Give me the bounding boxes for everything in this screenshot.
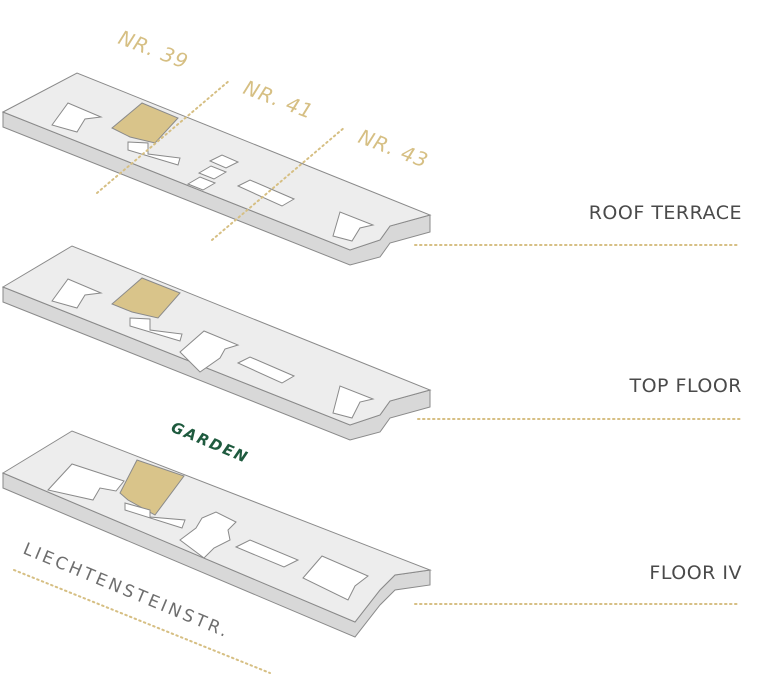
void	[208, 154, 240, 169]
void	[129, 317, 183, 342]
void	[186, 176, 217, 191]
void	[332, 211, 375, 242]
void	[47, 463, 125, 501]
slab-roof-terrace	[1, 72, 432, 266]
house-number-label-39: NR. 39	[115, 25, 192, 74]
floor-leader-lines	[13, 244, 741, 674]
garden-label: GARDEN	[168, 418, 251, 467]
slab-top	[1, 245, 432, 426]
void	[234, 539, 300, 568]
void	[51, 278, 103, 309]
void	[197, 165, 228, 180]
slab-top-floor	[1, 245, 432, 441]
void	[302, 555, 369, 601]
floor-label-top-floor: TOP FLOOR	[628, 375, 742, 397]
slab-floor-iv	[1, 430, 432, 638]
house-number-label-43: NR. 43	[355, 124, 432, 173]
unit-highlight	[119, 459, 185, 516]
void	[124, 502, 186, 529]
void	[179, 511, 237, 559]
void	[51, 102, 103, 133]
void	[179, 330, 240, 373]
divider-line-nr39	[96, 79, 231, 194]
house-divider-lines	[96, 79, 346, 241]
void	[236, 356, 296, 384]
floor-label-floor-iv: FLOOR IV	[649, 562, 742, 584]
house-number-label-41: NR. 41	[240, 75, 317, 124]
void	[127, 141, 181, 166]
unit-highlight	[111, 102, 179, 144]
street-line	[13, 569, 271, 674]
floor-label-roof-terrace: ROOF TERRACE	[589, 202, 742, 224]
unit-highlight	[111, 277, 181, 319]
void	[332, 385, 375, 419]
divider-line-nr41	[211, 126, 346, 241]
